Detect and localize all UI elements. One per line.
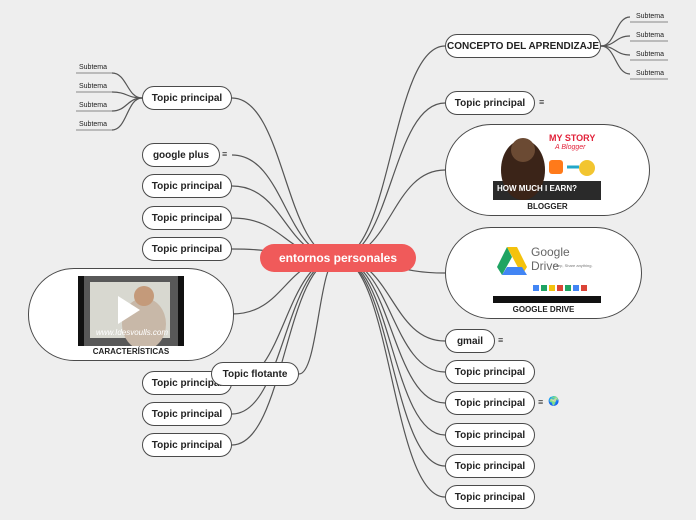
- topic-label: Topic flotante: [222, 368, 288, 380]
- connector-right-6: [337, 257, 446, 373]
- subtopic-right-4[interactable]: Subtema: [636, 70, 665, 77]
- google-drive-thumbnail: Google Drive Keep, Share anything.: [493, 233, 601, 303]
- topic-label: Topic principal: [151, 180, 223, 192]
- connector-left-8: [231, 257, 339, 415]
- subtopic-left-4[interactable]: Subtema: [79, 121, 108, 128]
- topic-label: CONCEPTO DEL APRENDIZAJE: [446, 40, 600, 52]
- subtopic-right-1[interactable]: Subtema: [636, 13, 665, 20]
- connector-right-10: [337, 257, 446, 498]
- topic-label: Topic principal: [454, 460, 526, 472]
- caracteristicas-card[interactable]: www.Idesvoulls.com CARACTERÍSTICAS: [28, 268, 234, 361]
- topic-label: Topic principal: [151, 439, 223, 451]
- topic-left-5[interactable]: Topic principal: [142, 237, 232, 261]
- note-icon[interactable]: ≡: [222, 149, 228, 159]
- topic-label: gmail: [456, 335, 484, 347]
- topic-right-4[interactable]: Topic principal: [445, 360, 535, 384]
- topic-left-4[interactable]: Topic principal: [142, 206, 232, 230]
- google-drive-card[interactable]: Google Drive Keep, Share anything. GOOGL…: [445, 227, 642, 319]
- topic-left-1[interactable]: Topic principal: [142, 86, 232, 110]
- play-icon[interactable]: [118, 296, 140, 324]
- topic-label: Topic principal: [454, 491, 526, 503]
- topic-google-plus[interactable]: google plus: [142, 143, 220, 167]
- google-drive-label: GOOGLE DRIVE: [512, 305, 575, 314]
- caracteristicas-video-thumbnail: www.Idesvoulls.com: [78, 276, 184, 346]
- subtopic-left-1[interactable]: Subtema: [79, 64, 108, 71]
- topic-label: Topic principal: [454, 366, 526, 378]
- video-watermark: www.Idesvoulls.com: [96, 328, 169, 337]
- subtopic-left-2[interactable]: Subtema: [79, 83, 108, 90]
- topic-concepto-aprendizaje[interactable]: CONCEPTO DEL APRENDIZAJE: [445, 34, 601, 58]
- central-topic[interactable]: entornos personales: [260, 244, 416, 272]
- blogger-thumb-title: MY STORY: [549, 133, 596, 143]
- google-drive-logo: [493, 233, 601, 303]
- connector-left-10: [298, 257, 339, 375]
- topic-right-8[interactable]: Topic principal: [445, 485, 535, 509]
- connector-subtopic-left-3: [111, 97, 143, 112]
- topic-left-7[interactable]: Topic principal: [142, 402, 232, 426]
- connector-right-1: [337, 45, 446, 259]
- topic-left-8[interactable]: Topic principal: [142, 433, 232, 457]
- topic-right-2[interactable]: Topic principal: [445, 91, 535, 115]
- connector-right-7: [337, 257, 446, 404]
- blogger-thumbnail: MY STORY A Blogger HOW MUCH I EARN?: [493, 130, 601, 200]
- topic-label: Topic principal: [151, 377, 223, 389]
- connector-right-9: [337, 257, 446, 467]
- connector-right-2: [337, 102, 446, 259]
- globe-icon[interactable]: 🌍: [548, 396, 560, 406]
- blogger-thumbnail-art: [493, 130, 601, 200]
- blogger-card[interactable]: MY STORY A Blogger HOW MUCH I EARN? BLOG…: [445, 124, 650, 216]
- connector-left-2: [231, 154, 339, 259]
- connector-subtopic-right-4: [600, 45, 631, 75]
- topic-label: Topic principal: [151, 243, 223, 255]
- topic-label: Topic principal: [151, 92, 223, 104]
- connector-subtopic-left-1: [111, 72, 143, 99]
- connector-subtopic-left-4: [111, 97, 143, 131]
- connector-left-1: [231, 97, 339, 259]
- topic-label: Topic principal: [151, 408, 223, 420]
- topic-label: Topic principal: [454, 429, 526, 441]
- google-drive-thumb-title: Google Drive: [531, 245, 570, 273]
- topic-right-7[interactable]: Topic principal: [445, 454, 535, 478]
- subtopic-right-3[interactable]: Subtema: [636, 51, 665, 58]
- blogger-label: BLOGGER: [527, 202, 568, 211]
- note-icon[interactable]: ≡: [498, 335, 504, 345]
- topic-label: Topic principal: [454, 397, 526, 409]
- note-icon[interactable]: ≡: [538, 397, 544, 407]
- note-icon[interactable]: ≡: [539, 97, 545, 107]
- topic-right-6[interactable]: Topic principal: [445, 423, 535, 447]
- topic-gmail[interactable]: gmail: [445, 329, 495, 353]
- topic-flotante[interactable]: Topic flotante: [211, 362, 299, 386]
- topic-label: Topic principal: [151, 212, 223, 224]
- google-drive-thumb-tagline: Keep, Share anything.: [553, 263, 593, 268]
- blogger-thumb-caption: HOW MUCH I EARN?: [497, 184, 577, 193]
- topic-right-5[interactable]: Topic principal: [445, 391, 535, 415]
- caracteristicas-label: CARACTERÍSTICAS: [92, 347, 170, 356]
- topic-left-3[interactable]: Topic principal: [142, 174, 232, 198]
- central-topic-label: entornos personales: [278, 251, 398, 265]
- topic-label: Topic principal: [454, 97, 526, 109]
- topic-label: google plus: [152, 149, 210, 161]
- connector-right-8: [337, 257, 446, 436]
- blogger-thumb-subtitle: A Blogger: [555, 144, 586, 151]
- subtopic-right-2[interactable]: Subtema: [636, 32, 665, 39]
- subtopic-left-3[interactable]: Subtema: [79, 102, 108, 109]
